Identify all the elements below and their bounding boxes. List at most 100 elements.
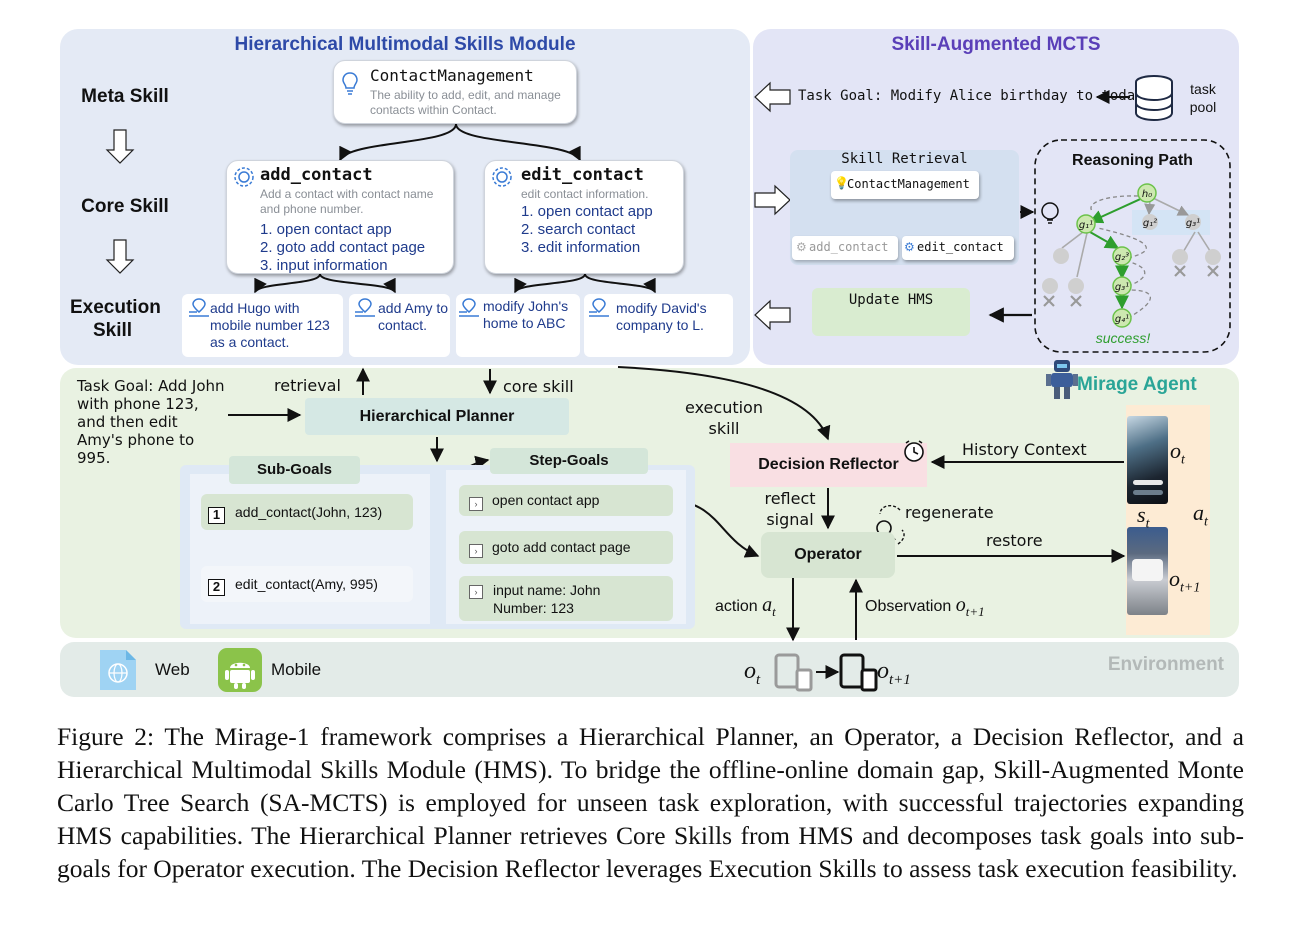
hms-title: Hierarchical Multimodal Skills Module <box>234 34 576 55</box>
retrieval-left-label: add_contact <box>809 240 889 254</box>
lightbulb-icon <box>342 72 358 95</box>
svg-text:g₁¹: g₁¹ <box>1079 220 1093 231</box>
core-skill-step: 2. goto add contact page <box>260 239 426 256</box>
retrieval-root-label: ContactManagement <box>847 177 970 191</box>
lightbulb-icon <box>1040 201 1060 225</box>
sub-goals-title: Sub-Goals <box>229 456 360 484</box>
svg-text:g₃¹: g₃¹ <box>1186 218 1200 229</box>
meta-skill-name: ContactManagement <box>370 66 534 85</box>
retrieval-right-label: edit_contact <box>917 240 1004 254</box>
robot-icon <box>1046 358 1078 400</box>
core-skill-arrow-label: core skill <box>503 377 574 396</box>
step-goal-text: goto add contact page <box>492 539 631 555</box>
figure-caption: Figure 2: The Mirage-1 framework compris… <box>57 722 1244 883</box>
retrieval-root-node: 💡 ContactManagement <box>831 171 979 199</box>
gear-icon: ⚙ <box>904 240 915 254</box>
sub-goal-item: 2 edit_contact(Amy, 995) <box>201 566 413 602</box>
sub-goal-number: 2 <box>208 579 225 596</box>
observation-text: Observation <box>865 598 952 615</box>
action-text: action <box>715 598 758 615</box>
mcts-title: Skill-Augmented MCTS <box>891 34 1101 55</box>
step-goal-item: ›goto add contact page <box>459 531 673 564</box>
svg-text:h₀: h₀ <box>1142 189 1152 200</box>
core-skill-step: 2. search contact <box>521 221 636 238</box>
gear-icon: ⚙ <box>796 240 807 254</box>
restore-label: restore <box>986 531 1043 550</box>
observation-o-t: ot <box>1170 438 1185 468</box>
skill-retrieval-title: Skill Retrieval <box>841 151 968 167</box>
core-skill-step: 1. open contact app <box>521 203 653 220</box>
core-skill-step: 3. input information <box>260 257 388 274</box>
environment-title: Environment <box>1107 654 1224 675</box>
decision-reflector-box: Decision Reflector <box>730 443 927 487</box>
core-skill-name: edit_contact <box>521 165 644 185</box>
clock-icon <box>904 440 924 462</box>
execution-skill-text: modify John's home to ABC <box>483 298 569 331</box>
android-icon <box>218 648 262 692</box>
sub-goal-text: edit_contact(Amy, 995) <box>235 576 378 592</box>
location-pin-icon <box>355 298 375 317</box>
execution-skill-card: add Hugo with mobile number 123 as a con… <box>182 294 343 357</box>
core-skill-card-edit-contact: edit_contact edit contact information. 1… <box>484 160 684 274</box>
step-goal-item: ›open contact app <box>459 485 673 516</box>
success-label: success! <box>1095 330 1151 346</box>
action-label: action at <box>715 594 776 619</box>
svg-text:g₁²: g₁² <box>1143 218 1157 229</box>
execution-skill-text: add Hugo with mobile number 123 as a con… <box>210 300 330 350</box>
action-a-t: at <box>1193 500 1208 530</box>
core-skill-name: add_contact <box>260 165 373 185</box>
lightbulb-icon: 💡 <box>834 176 849 190</box>
retrieval-label: retrieval <box>274 376 341 395</box>
devices-black-icon <box>839 653 878 692</box>
chevron-right-icon: › <box>469 497 483 511</box>
regenerate-label: regenerate <box>905 503 994 522</box>
svg-text:g₂³: g₂³ <box>1115 252 1129 263</box>
execution-skill-card: modify David's company to L. <box>584 294 733 357</box>
step-goal-text: input name: John Number: 123 <box>493 582 601 616</box>
execution-skill-card: modify John's home to ABC <box>456 294 580 357</box>
meta-skill-desc: The ability to add, edit, and manage con… <box>370 88 561 117</box>
svg-text:g₄¹: g₄¹ <box>1115 314 1129 325</box>
mirage-agent-title: Mirage Agent <box>1077 374 1197 395</box>
observation-o-t1: ot+1 <box>1169 566 1201 596</box>
svg-text:g₃¹: g₃¹ <box>1115 282 1129 293</box>
execution-skill-arrow-label: execution skill <box>685 398 763 438</box>
core-skill-card-add-contact: add_contact Add a contact with contact n… <box>226 160 454 274</box>
retrieval-right-node: ⚙ edit_contact <box>902 236 1014 260</box>
chevron-right-icon: › <box>469 585 483 599</box>
database-icon <box>1135 75 1173 122</box>
meta-skill-card: ContactManagement The ability to add, ed… <box>333 60 577 124</box>
env-o-t: ot <box>744 658 761 688</box>
reflect-signal-label: reflect signal <box>764 489 816 529</box>
reasoning-path-title: Reasoning Path <box>1072 152 1193 169</box>
update-hms-box <box>812 288 970 336</box>
gear-icon <box>234 167 254 187</box>
gear-icon <box>492 167 512 187</box>
location-pin-icon <box>589 298 609 317</box>
devices-gray-icon <box>774 653 813 692</box>
meta-skill-label: Meta Skill <box>81 86 169 107</box>
location-pin-icon <box>189 298 209 317</box>
state-s-t: st <box>1137 502 1150 532</box>
core-skill-label: Core Skill <box>81 196 169 217</box>
core-skill-desc: edit contact information. <box>521 187 649 201</box>
phone-screenshot-current <box>1127 416 1168 504</box>
hierarchical-planner-box: Hierarchical Planner <box>305 398 569 435</box>
step-goals-title: Step-Goals <box>490 448 648 474</box>
env-o-t1: ot+1 <box>877 658 911 688</box>
step-goal-item: › input name: John Number: 123 <box>459 576 673 621</box>
web-label: Web <box>155 660 190 679</box>
task-pool-label: task pool <box>1189 81 1217 115</box>
web-icon <box>100 650 136 690</box>
mcts-task-goal: Task Goal: Modify Alice birthday to toda… <box>798 88 1144 104</box>
execution-skill-label: Execution Skill <box>70 297 161 341</box>
phone-screenshot-next <box>1127 527 1168 615</box>
core-skill-step: 3. edit information <box>521 239 641 256</box>
mobile-label: Mobile <box>271 660 322 679</box>
sub-goal-number: 1 <box>208 507 225 524</box>
location-pin-icon <box>459 298 479 317</box>
agent-task-goal: Task Goal: Add John with phone 123, and … <box>77 377 225 467</box>
history-context-label: History Context <box>962 440 1087 459</box>
